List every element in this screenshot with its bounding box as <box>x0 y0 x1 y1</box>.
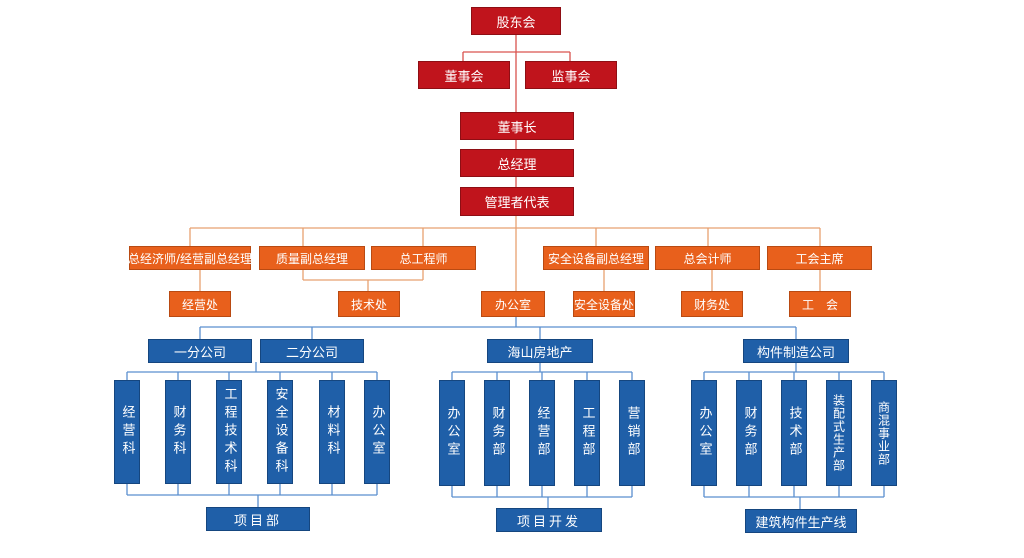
union-chairman-box: 工会主席 <box>767 246 872 270</box>
union-box: 工 会 <box>789 291 851 317</box>
safety-equipment-dept-box: 安全设备处 <box>573 291 635 317</box>
shareholders-box: 股东会 <box>471 7 561 35</box>
manufacturing-unit-finance: 财务部 <box>736 380 762 486</box>
realestate-unit-business: 经营部 <box>529 380 555 486</box>
chief-accountant-box: 总会计师 <box>655 246 760 270</box>
general-manager-box: 总经理 <box>460 149 574 177</box>
branch-unit-materials: 材料科 <box>319 380 345 484</box>
branch-unit-business: 经营科 <box>114 380 140 484</box>
board-of-directors-box: 董事会 <box>418 61 510 89</box>
chairman-box: 董事长 <box>460 112 574 140</box>
manufacturing-unit-tech: 技术部 <box>781 380 807 486</box>
branch-unit-engineering: 工程技术科 <box>216 380 242 484</box>
production-line-box: 建筑构件生产线 <box>745 509 857 533</box>
tech-dept-box: 技术处 <box>338 291 400 317</box>
project-development-box: 项目开发 <box>496 508 602 532</box>
office-box: 办公室 <box>481 291 545 317</box>
business-dept-box: 经营处 <box>169 291 231 317</box>
quality-vp-box: 质量副总经理 <box>259 246 365 270</box>
safety-equipment-vp-box: 安全设备副总经理 <box>543 246 649 270</box>
branch-unit-safety: 安全设备科 <box>267 380 293 484</box>
board-of-supervisors-box: 监事会 <box>525 61 617 89</box>
branch-company-2-box: 二分公司 <box>260 339 364 363</box>
manufacturing-unit-office: 办公室 <box>691 380 717 486</box>
branch-unit-finance: 财务科 <box>165 380 191 484</box>
realestate-unit-finance: 财务部 <box>484 380 510 486</box>
project-dept-box: 项目部 <box>206 507 310 531</box>
haishan-real-estate-box: 海山房地产 <box>487 339 593 363</box>
manufacturing-unit-concrete: 商混事业部 <box>871 380 897 486</box>
management-connectors <box>189 215 821 291</box>
leadership-connectors <box>462 34 571 187</box>
component-manufacturing-box: 构件制造公司 <box>743 339 849 363</box>
operations-connectors <box>126 317 885 509</box>
management-representative-box: 管理者代表 <box>460 187 574 216</box>
chief-economist-box: 总经济师/经营副总经理 <box>128 246 252 270</box>
branch-unit-office: 办公室 <box>364 380 390 484</box>
realestate-unit-office: 办公室 <box>439 380 465 486</box>
chief-engineer-box: 总工程师 <box>371 246 476 270</box>
manufacturing-unit-prefab: 装配式生产部 <box>826 380 852 486</box>
realestate-unit-engineering: 工程部 <box>574 380 600 486</box>
branch-company-1-box: 一分公司 <box>148 339 252 363</box>
finance-dept-box: 财务处 <box>681 291 743 317</box>
realestate-unit-marketing: 营销部 <box>619 380 645 486</box>
